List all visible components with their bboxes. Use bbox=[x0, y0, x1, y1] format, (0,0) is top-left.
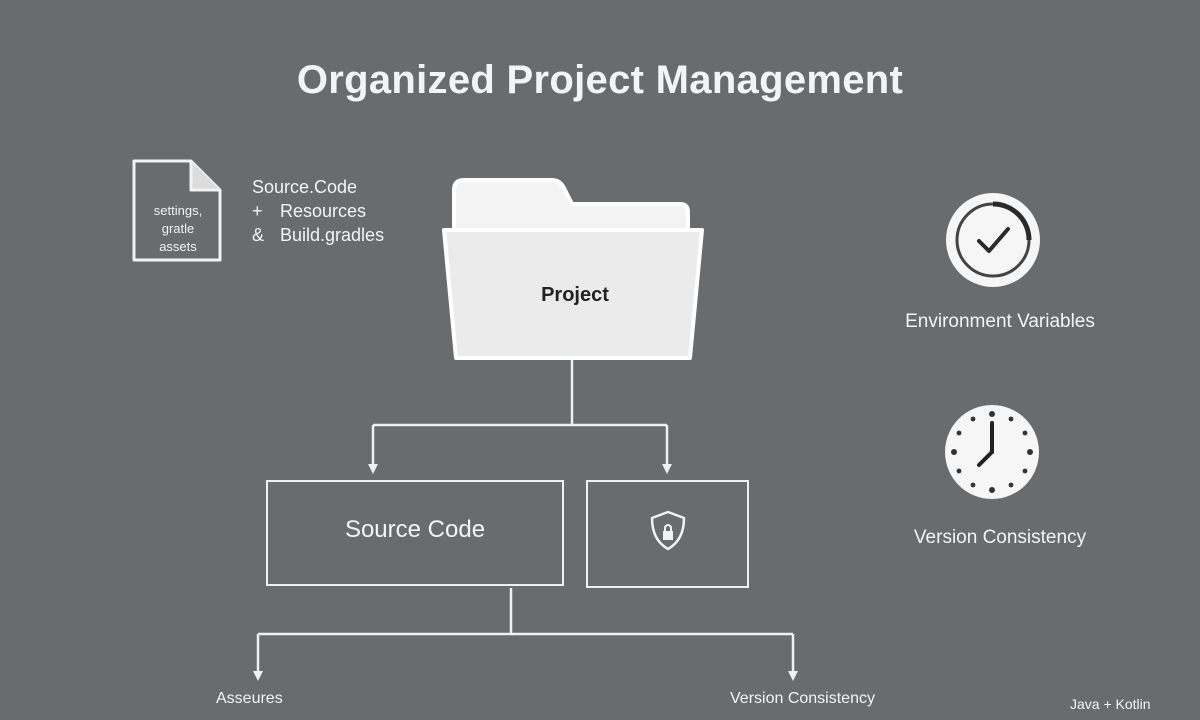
clock-icon bbox=[945, 405, 1039, 499]
file-list-item: Source.Code bbox=[252, 175, 384, 199]
file-list-item: &Build.gradles bbox=[252, 223, 384, 247]
document-icon bbox=[132, 159, 222, 262]
check-dial-icon bbox=[946, 193, 1040, 287]
file-list-text: Source.Code bbox=[252, 177, 358, 197]
arrowheads-top bbox=[368, 464, 672, 474]
security-box bbox=[586, 480, 749, 588]
environment-variables-label: Environment Variables bbox=[905, 311, 1095, 332]
file-list-item: + Resources bbox=[252, 199, 384, 223]
bottom-connectors bbox=[256, 588, 795, 676]
project-folder-label: Project bbox=[541, 284, 609, 306]
languages-label: Java + Kotlin bbox=[1070, 696, 1151, 712]
diagram-title: Organized Project Management bbox=[296, 58, 904, 102]
file-list-text: Resources bbox=[280, 201, 367, 221]
document-line: gratle bbox=[161, 221, 195, 236]
version-consistency-label: Version Consistency bbox=[913, 527, 1087, 548]
arrowheads-bottom bbox=[253, 671, 798, 681]
shield-lock-icon bbox=[650, 510, 686, 551]
file-list-prefix: & bbox=[252, 225, 265, 245]
folder-connectors bbox=[371, 360, 669, 470]
document-line: assets bbox=[159, 239, 197, 254]
file-list-text: Build.gradles bbox=[280, 225, 385, 245]
file-list-prefix: + bbox=[252, 201, 263, 221]
document-icon-text: settings, gratle assets bbox=[138, 202, 218, 256]
project-folder-icon bbox=[442, 178, 704, 360]
document-line: settings, bbox=[153, 203, 203, 218]
source-code-label: Source Code bbox=[344, 516, 486, 543]
source-code-box bbox=[266, 480, 564, 586]
assets-label: Asseures bbox=[216, 690, 283, 707]
file-list: Source.Code + Resources &Build.gradles bbox=[252, 175, 384, 247]
bottom-version-label: Version Consistency bbox=[730, 690, 875, 707]
